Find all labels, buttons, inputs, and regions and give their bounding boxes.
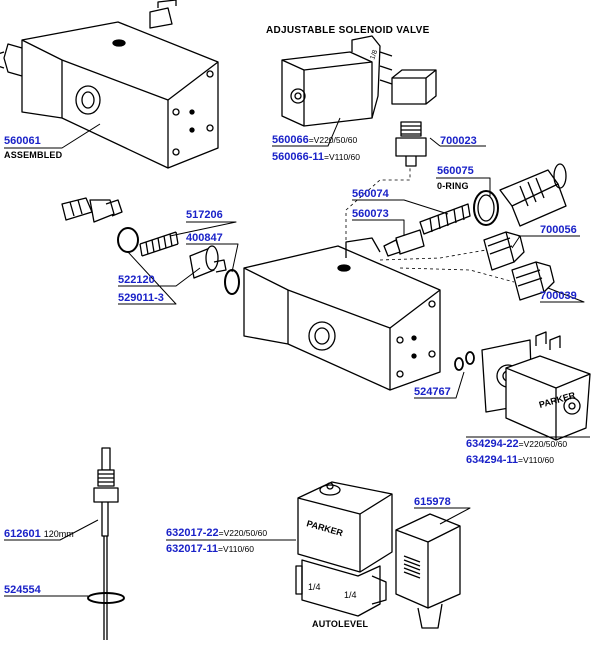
leader-lines bbox=[4, 117, 590, 597]
part-615978[interactable]: 615978 bbox=[414, 496, 451, 508]
part-632017-11-row: 632017-11=V110/60 bbox=[166, 543, 254, 555]
oring-524767-a bbox=[454, 357, 464, 371]
spring-560074 bbox=[419, 203, 471, 235]
port-out-label: 1/4 bbox=[344, 590, 357, 600]
part-524554[interactable]: 524554 bbox=[4, 584, 41, 596]
part-560075[interactable]: 560075 bbox=[437, 165, 474, 177]
dashed-assembly-lines bbox=[345, 166, 515, 283]
solenoid-coil-560066 bbox=[281, 35, 437, 127]
probe-length-caption: 120mm bbox=[43, 529, 74, 539]
diagram-title: ADJUSTABLE SOLENOID VALVE bbox=[266, 25, 430, 36]
part-634294-22[interactable]: 634294-22 bbox=[466, 438, 519, 450]
part-522120[interactable]: 522120 bbox=[118, 274, 155, 286]
part-632017-11-voltage: =V110/60 bbox=[218, 544, 255, 554]
part-529011-3[interactable]: 529011-3 bbox=[118, 292, 164, 304]
part-634294-22-row: 634294-22=V220/50/60 bbox=[466, 438, 567, 450]
part-632017-11[interactable]: 632017-11 bbox=[166, 543, 218, 555]
oring-fitting-560075 bbox=[473, 163, 567, 227]
autolevel-caption: AUTOLEVEL bbox=[312, 619, 369, 629]
part-700023[interactable]: 700023 bbox=[440, 135, 477, 147]
part-632017-22-row: 632017-22=V220/50/60 bbox=[166, 527, 267, 539]
port-top-label: 1/8 bbox=[369, 49, 379, 61]
part-634294-11[interactable]: 634294-11 bbox=[466, 454, 518, 466]
part-560066-11-voltage: =V110/60 bbox=[324, 152, 361, 162]
part-400847[interactable]: 400847 bbox=[186, 232, 223, 244]
part-634294-11-row: 634294-11=V110/60 bbox=[466, 454, 554, 466]
oring-caption: 0-RING bbox=[437, 181, 469, 191]
part-612601[interactable]: 612601 bbox=[4, 528, 41, 540]
part-560074[interactable]: 560074 bbox=[352, 188, 389, 200]
valve-seat-522120 bbox=[189, 245, 227, 279]
nipple-fitting-left bbox=[61, 197, 123, 223]
fitting-700039 bbox=[511, 261, 555, 301]
part-560061[interactable]: 560061 bbox=[4, 135, 41, 147]
oring-524767-b bbox=[465, 351, 475, 365]
fitting-700056 bbox=[483, 231, 525, 271]
part-634294-22-voltage: =V220/50/60 bbox=[518, 439, 568, 449]
part-517206[interactable]: 517206 bbox=[186, 209, 223, 221]
autolevel-valve-632017 bbox=[295, 481, 393, 617]
part-560066[interactable]: 560066 bbox=[272, 134, 309, 146]
plunger-560073 bbox=[383, 229, 425, 257]
part-632017-22[interactable]: 632017-22 bbox=[166, 527, 219, 539]
level-probe-612601 bbox=[93, 447, 119, 640]
part-560066-11-row: 560066-11=V110/60 bbox=[272, 151, 360, 163]
port-in-label: 1/4 bbox=[308, 582, 321, 592]
assembled-caption: ASSEMBLED bbox=[4, 150, 63, 160]
spring-517206 bbox=[139, 231, 179, 257]
part-560073[interactable]: 560073 bbox=[352, 208, 389, 220]
oring-524554 bbox=[87, 592, 125, 604]
oring-left bbox=[117, 227, 139, 253]
oring-400847 bbox=[224, 269, 240, 295]
part-560066-11[interactable]: 560066-11 bbox=[272, 151, 324, 163]
part-700056[interactable]: 700056 bbox=[540, 224, 577, 236]
assembled-valve-body bbox=[0, 0, 219, 169]
part-612601-row: 612601 120mm bbox=[4, 528, 74, 540]
part-560066-voltage: =V220/50/60 bbox=[308, 135, 358, 145]
connector-615978 bbox=[395, 513, 461, 629]
part-524767[interactable]: 524767 bbox=[414, 386, 451, 398]
fitting-700023 bbox=[395, 121, 427, 167]
central-valve-body bbox=[243, 237, 441, 391]
part-700039[interactable]: 700039 bbox=[540, 290, 577, 302]
part-634294-11-voltage: =V110/60 bbox=[518, 455, 555, 465]
solenoid-coil-634294 bbox=[481, 331, 591, 441]
part-632017-22-voltage: =V220/50/60 bbox=[218, 528, 268, 538]
part-560066-row: 560066=V220/50/60 bbox=[272, 134, 357, 146]
